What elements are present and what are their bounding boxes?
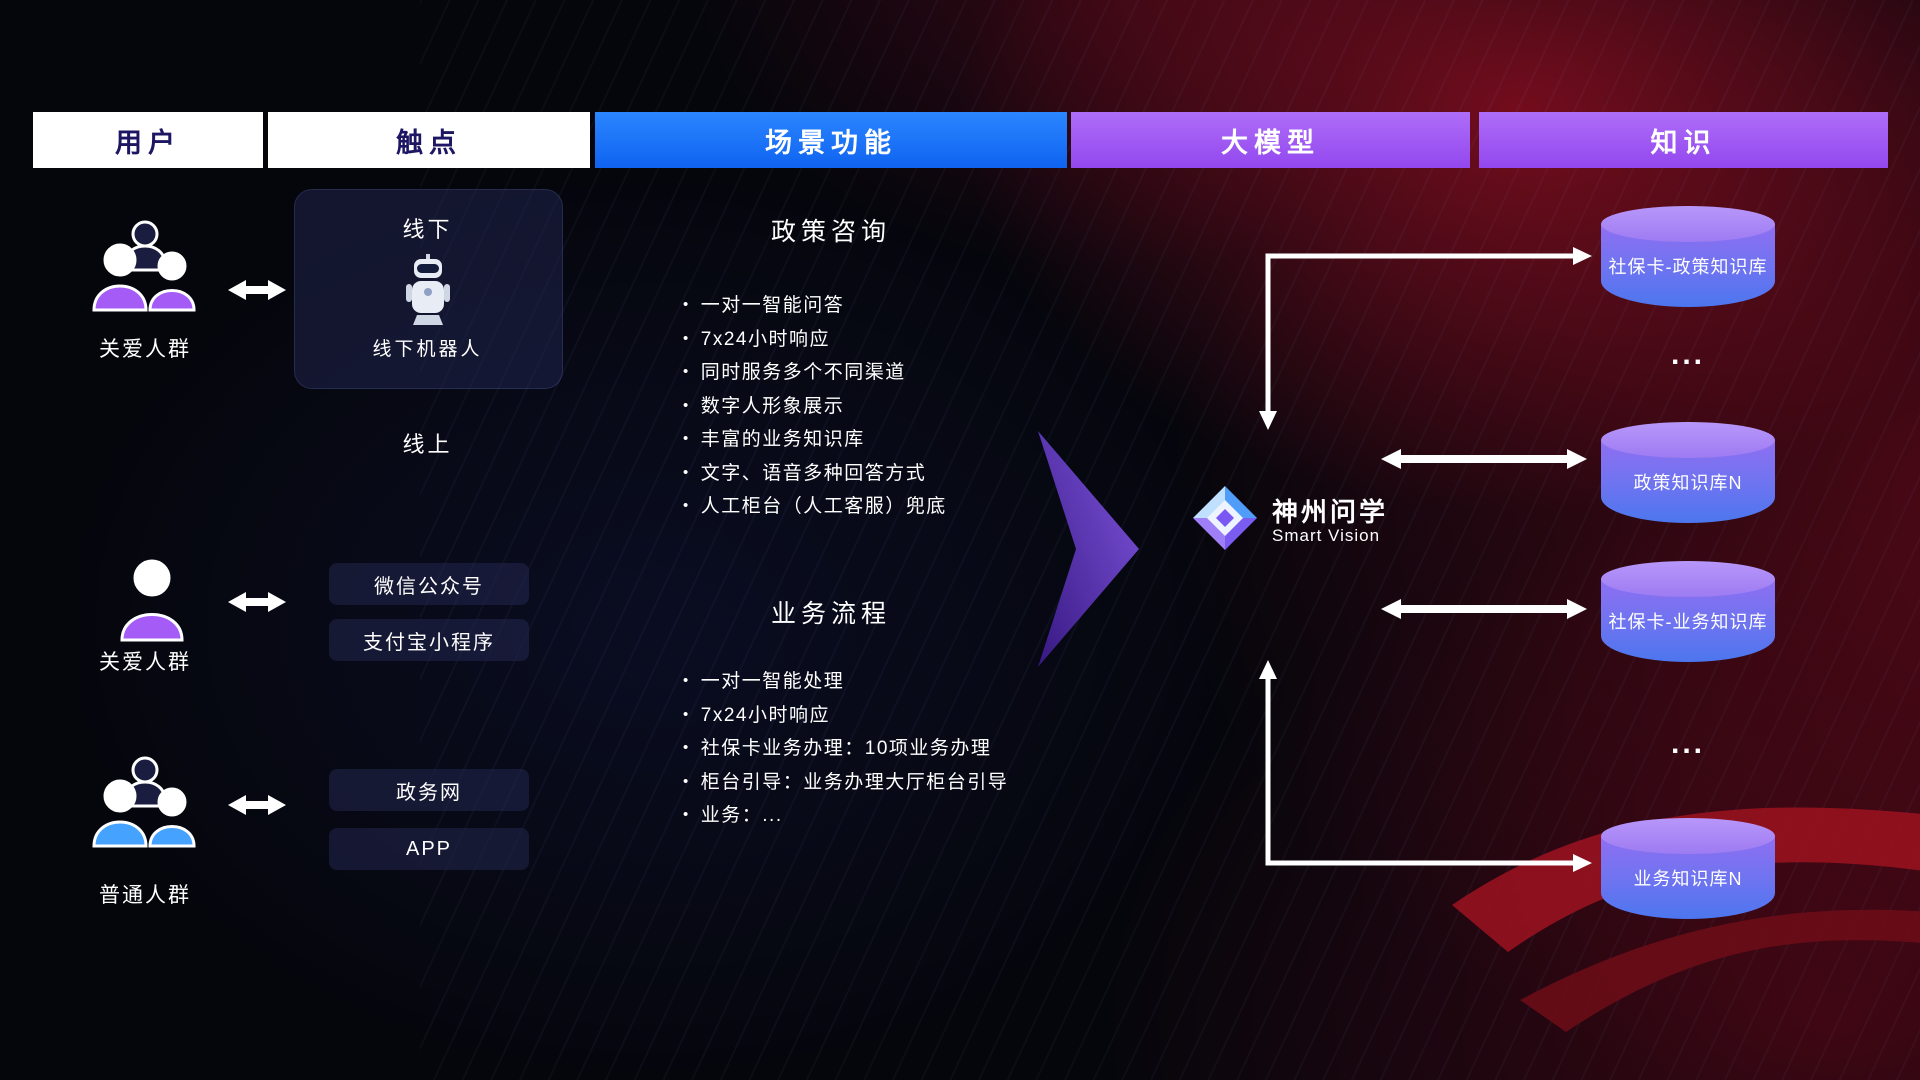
kb-cylinder-policy-n: 政策知识库N bbox=[1601, 422, 1775, 523]
header-tab-users-label: 用户 bbox=[115, 127, 181, 158]
user-group-2-label: 关爱人群 bbox=[99, 651, 191, 674]
elbow-arrow-up-icon bbox=[1259, 247, 1592, 430]
kb-label: 政策知识库N bbox=[1633, 472, 1743, 493]
policy-bullet: 丰富的业务知识库 bbox=[683, 424, 947, 458]
people-group-purple-icon bbox=[80, 216, 210, 325]
header-tab-scenarios-label: 场景功能 bbox=[765, 127, 897, 158]
touchpoint-wechat: 微信公众号 bbox=[329, 563, 529, 605]
touchpoint-app-label: APP bbox=[405, 837, 453, 860]
header-tab-users: 用户 bbox=[33, 112, 263, 168]
policy-bullet: 同时服务多个不同渠道 bbox=[683, 357, 947, 391]
policy-bullet: 一对一智能问答 bbox=[683, 290, 947, 324]
header-tab-touchpoints-label: 触点 bbox=[396, 127, 462, 158]
flow-arrow-icon bbox=[1038, 431, 1139, 667]
robot-icon bbox=[403, 254, 453, 333]
kb-label: 业务知识库N bbox=[1633, 868, 1743, 889]
policy-consult-bullet-list: 一对一智能问答 7x24小时响应 同时服务多个不同渠道 数字人形象展示 丰富的业… bbox=[683, 290, 947, 525]
touchpoint-govweb-label: 政务网 bbox=[396, 781, 462, 804]
kb-label: 社保卡-业务知识库 bbox=[1608, 611, 1768, 632]
online-title: 线上 bbox=[402, 432, 453, 457]
people-group-blue-icon bbox=[80, 752, 210, 861]
kb-cylinder-business-n: 业务知识库N bbox=[1601, 818, 1775, 919]
model-name: 神州问学 bbox=[1272, 497, 1389, 527]
database-cylinder-icon bbox=[1601, 561, 1775, 597]
knowledge-ellipsis: ... bbox=[1670, 727, 1705, 760]
header-tab-model: 大模型 bbox=[1071, 112, 1470, 168]
knowledge-ellipsis: ... bbox=[1670, 338, 1705, 371]
person-purple-icon bbox=[112, 548, 192, 653]
header-tab-knowledge: 知识 bbox=[1479, 112, 1888, 168]
model-subtitle: Smart Vision bbox=[1272, 526, 1381, 545]
business-bullet: 7x24小时响应 bbox=[683, 700, 1008, 734]
policy-consult-title: 政策咨询 bbox=[770, 218, 891, 246]
business-process-title: 业务流程 bbox=[770, 600, 891, 628]
header-tab-model-label: 大模型 bbox=[1221, 127, 1320, 158]
business-bullet: 社保卡业务办理：10项业务办理 bbox=[683, 733, 1008, 767]
smart-vision-logo-icon bbox=[1190, 483, 1260, 558]
policy-bullet: 人工柜台（人工客服）兜底 bbox=[683, 491, 947, 525]
kb-label: 社保卡-政策知识库 bbox=[1608, 256, 1768, 277]
business-bullet: 业务：... bbox=[683, 800, 1008, 834]
header-tab-scenarios: 场景功能 bbox=[595, 112, 1067, 168]
kb-cylinder-socialcard-business: 社保卡-业务知识库 bbox=[1601, 561, 1775, 662]
database-cylinder-icon bbox=[1601, 422, 1775, 458]
business-bullet: 一对一智能处理 bbox=[683, 666, 1008, 700]
header-tab-knowledge-label: 知识 bbox=[1650, 127, 1717, 158]
database-cylinder-icon bbox=[1601, 206, 1775, 242]
user-group-3-label: 普通人群 bbox=[99, 884, 191, 907]
elbow-arrow-down-icon bbox=[1259, 660, 1592, 872]
business-process-bullet-list: 一对一智能处理 7x24小时响应 社保卡业务办理：10项业务办理 柜台引导：业务… bbox=[683, 666, 1008, 834]
double-arrow-icon bbox=[1381, 449, 1587, 619]
kb-cylinder-socialcard-policy: 社保卡-政策知识库 bbox=[1601, 206, 1775, 307]
touchpoint-alipay-label: 支付宝小程序 bbox=[363, 631, 495, 654]
header-tab-touchpoints: 触点 bbox=[268, 112, 590, 168]
business-bullet: 柜台引导：业务办理大厅柜台引导 bbox=[683, 767, 1008, 801]
offline-title: 线下 bbox=[402, 217, 453, 242]
user-group-1-label: 关爱人群 bbox=[99, 338, 191, 361]
touchpoint-app: APP bbox=[329, 828, 529, 870]
policy-bullet: 数字人形象展示 bbox=[683, 391, 947, 425]
policy-bullet: 文字、语音多种回答方式 bbox=[683, 458, 947, 492]
touchpoint-alipay: 支付宝小程序 bbox=[329, 619, 529, 661]
touchpoint-govweb: 政务网 bbox=[329, 769, 529, 811]
touchpoint-wechat-label: 微信公众号 bbox=[374, 575, 484, 598]
offline-robot-label: 线下机器人 bbox=[372, 339, 483, 360]
policy-bullet: 7x24小时响应 bbox=[683, 324, 947, 358]
